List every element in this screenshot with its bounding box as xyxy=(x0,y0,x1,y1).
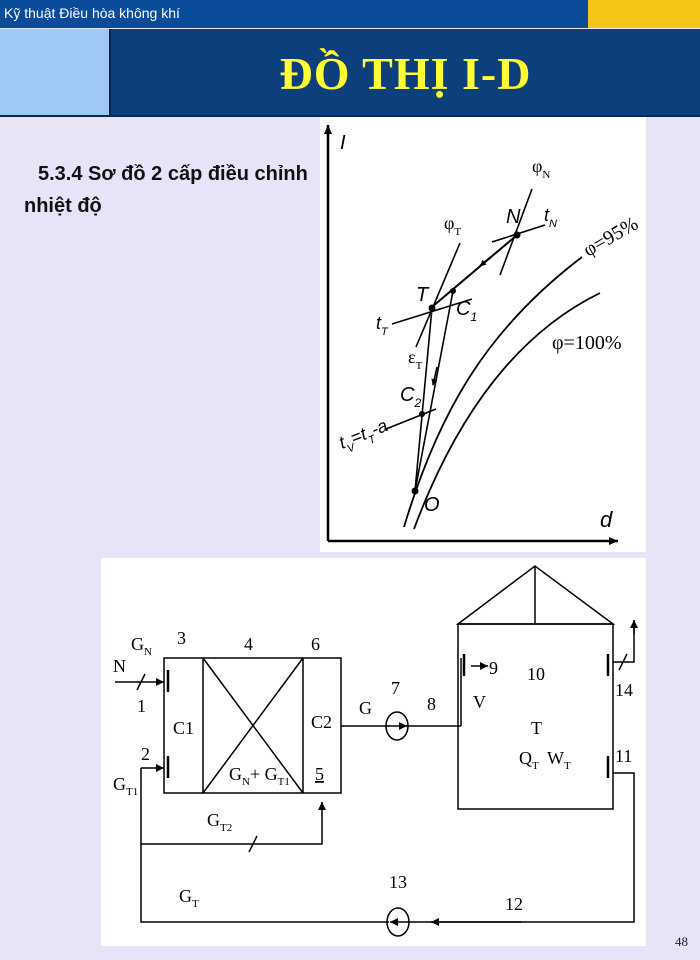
curve-phi-100 xyxy=(413,292,601,530)
line-n-to-t xyxy=(431,234,518,308)
slide-title: ĐỒ THỊ I-D xyxy=(279,48,532,99)
label-1: 1 xyxy=(137,696,146,716)
supply-fan-icon xyxy=(385,711,409,741)
label-11: 11 xyxy=(615,746,632,766)
phi-t-line xyxy=(415,242,461,348)
label-4: 4 xyxy=(244,634,253,654)
id-chart: I d φ=95% φ=100% φN tN N φT tT T C1 εT C… xyxy=(320,117,646,552)
point-t-label: T xyxy=(416,284,430,306)
label-c2: C2 xyxy=(311,712,332,732)
t-n-label: tN xyxy=(544,205,557,230)
section-heading: 5.3.4 Sơ đồ 2 cấp điều chỉnh nhiệt độ xyxy=(24,158,314,222)
label-13: 13 xyxy=(389,872,407,892)
label-7: 7 xyxy=(391,678,400,698)
label-8: 8 xyxy=(427,694,436,714)
title-left-block xyxy=(0,29,111,115)
label-3: 3 xyxy=(177,628,186,648)
page-number: 48 xyxy=(675,934,688,949)
title-separator xyxy=(0,115,700,117)
label-qt: QT xyxy=(519,748,539,772)
return-fan-icon xyxy=(386,907,410,937)
label-gt: GT xyxy=(179,886,199,910)
point-o xyxy=(411,487,419,495)
point-c1-label: C1 xyxy=(456,298,477,324)
arrow-c1-to-c2 xyxy=(431,366,438,386)
curve-phi-95 xyxy=(403,256,583,528)
label-g: G xyxy=(359,698,372,718)
t-v-line xyxy=(385,408,437,430)
point-o-label: O xyxy=(424,494,440,516)
phi-t-label: φT xyxy=(444,213,461,238)
label-9: 9 xyxy=(489,658,498,678)
eps-t-label: εT xyxy=(408,347,423,372)
label-2: 2 xyxy=(141,744,150,764)
t-t-label: tT xyxy=(376,313,389,338)
curve-phi-100-label: φ=100% xyxy=(552,332,621,354)
system-schematic: N GN 1 2 3 4 6 C1 C2 5 GN+ GT1 G 7 8 9 V… xyxy=(101,558,646,946)
label-wt: WT xyxy=(547,748,571,772)
t-v-label: tV=tT-a xyxy=(336,415,392,457)
label-gt1: GT1 xyxy=(113,774,138,798)
d-axis-label: d xyxy=(600,507,613,532)
label-n: N xyxy=(113,656,126,676)
label-gn: GN xyxy=(131,634,152,658)
section-heading-line-1: 5.3.4 Sơ đồ 2 cấp điều chỉnh xyxy=(38,163,308,185)
i-axis-label: I xyxy=(340,132,346,154)
label-t: T xyxy=(531,718,542,738)
label-10: 10 xyxy=(527,664,545,684)
header-bar: Kỹ thuật Điều hòa không khí xyxy=(0,0,700,28)
point-n-label: N xyxy=(506,206,521,228)
label-mix: GN+ GT1 xyxy=(229,764,290,788)
curve-phi-95-label: φ=95% xyxy=(580,213,643,262)
phi-n-label: φN xyxy=(532,156,550,181)
label-c1: C1 xyxy=(173,718,194,738)
arrow-n-to-t xyxy=(479,255,493,267)
coil-cross-b xyxy=(202,657,304,794)
line-t-to-o xyxy=(414,307,433,492)
label-5: 5 xyxy=(315,764,324,784)
label-6: 6 xyxy=(311,634,320,654)
section-heading-line-2: nhiệt độ xyxy=(24,195,102,217)
room-box xyxy=(457,623,614,810)
label-gt2: GT2 xyxy=(207,810,232,834)
label-v: V xyxy=(473,692,486,712)
label-14: 14 xyxy=(615,680,633,700)
label-12: 12 xyxy=(505,894,523,914)
course-name: Kỹ thuật Điều hòa không khí xyxy=(4,5,180,21)
header-accent xyxy=(588,0,700,28)
line-c1-to-o xyxy=(414,290,454,492)
title-bar: ĐỒ THỊ I-D xyxy=(111,29,700,115)
point-c2-label: C2 xyxy=(400,384,421,410)
